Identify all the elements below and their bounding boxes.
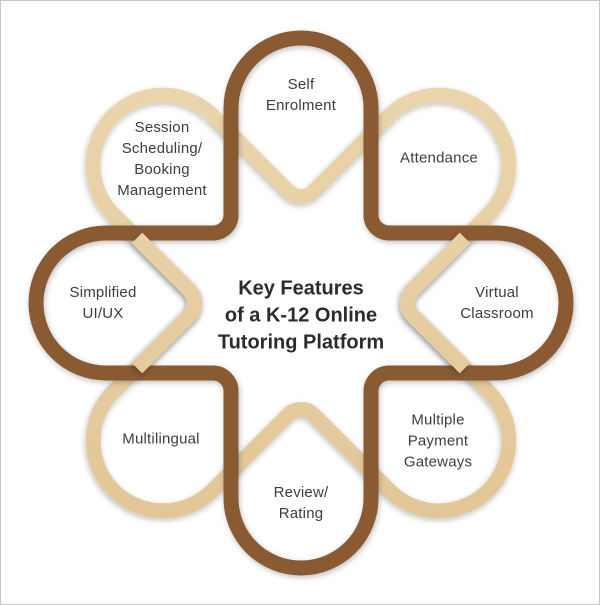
diagram-title: Key Features of a K-12 Online Tutoring P… xyxy=(217,277,385,354)
petal-label-multiple-payment: Multiple Payment Gateways xyxy=(403,411,473,471)
brown-cross-outline xyxy=(28,30,574,576)
petal-label-review-rating: Review/ Rating xyxy=(273,484,329,522)
petal-label-attendance: Attendance xyxy=(400,149,478,167)
petal-label-self-enrolment: Self Enrolment xyxy=(265,76,337,114)
petal-label-multilingual: Multilingual xyxy=(122,430,200,448)
petal-label-session-scheduling: Session Scheduling/ Booking Management xyxy=(117,119,207,199)
petal-label-simplified-ui-ux: Simplified UI/UX xyxy=(69,284,137,322)
petal-label-virtual-classroom: Virtual Classroom xyxy=(460,284,534,322)
tan-weave-overlay xyxy=(131,232,471,374)
